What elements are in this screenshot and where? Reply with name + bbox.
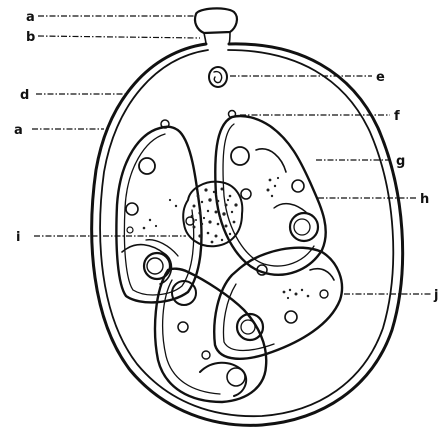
label-i: i xyxy=(16,230,20,245)
label-j: j xyxy=(433,288,438,303)
label-f: f xyxy=(394,109,400,124)
label-a-top: a xyxy=(26,10,35,25)
label-e: e xyxy=(376,70,385,85)
label-g: g xyxy=(396,154,405,169)
label-b: b xyxy=(26,30,35,45)
egg-shell-outer xyxy=(92,44,403,425)
egg-shell-inner xyxy=(100,50,393,416)
operculum xyxy=(195,8,237,33)
sporocyst-bottom xyxy=(155,269,266,402)
label-a-left: a xyxy=(14,123,23,138)
sporocyst-lower-right xyxy=(214,248,342,359)
leader-b xyxy=(38,36,200,38)
label-h: h xyxy=(420,192,429,207)
label-d: d xyxy=(20,88,29,103)
residual-body-stipple xyxy=(191,188,238,244)
cyst-e xyxy=(209,67,227,87)
